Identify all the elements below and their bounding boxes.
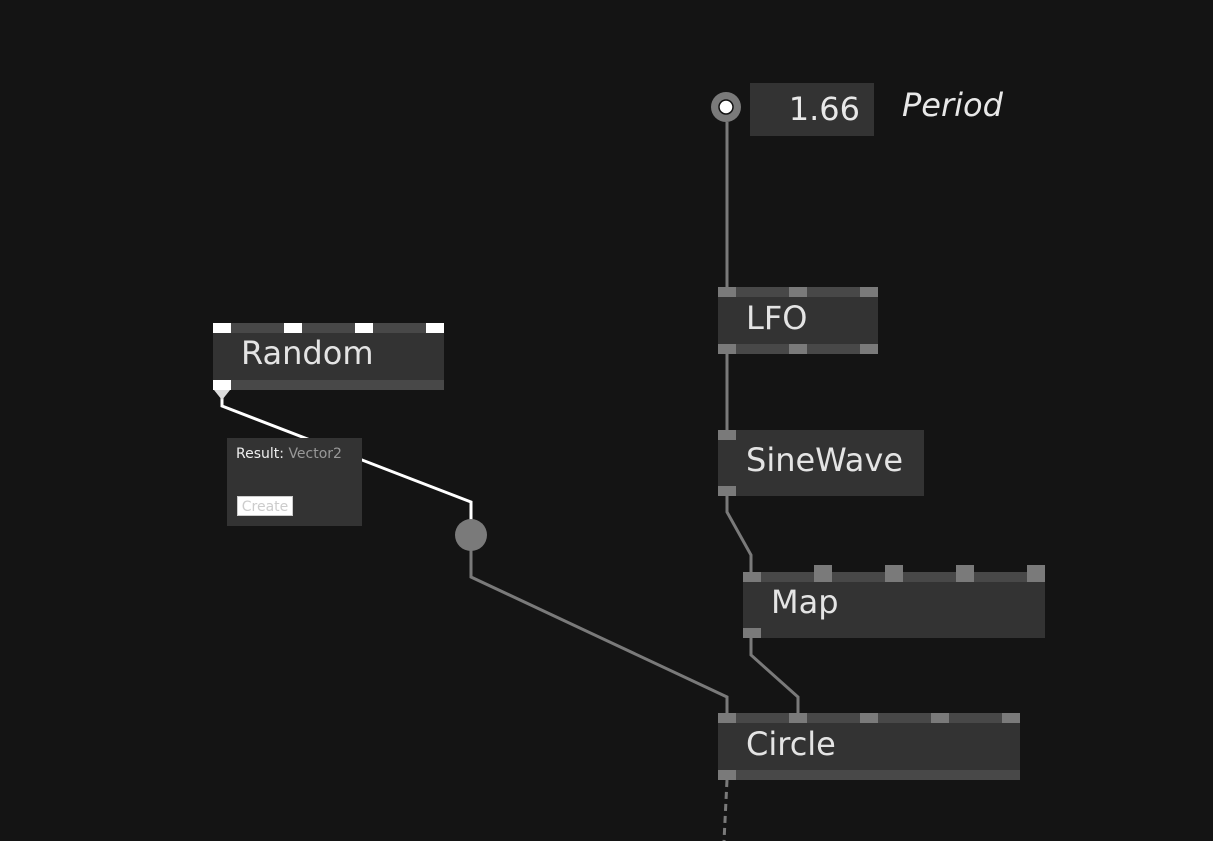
- output-pin[interactable]: [213, 380, 231, 390]
- node-title: Map: [771, 583, 839, 621]
- node-title: Random: [241, 334, 374, 372]
- input-pin[interactable]: [213, 323, 231, 333]
- pin-arrow-icon: [214, 390, 230, 400]
- input-pin[interactable]: [789, 287, 807, 297]
- node-title: SineWave: [746, 441, 903, 479]
- period-label: Period: [902, 86, 1003, 124]
- random-node[interactable]: Random: [213, 323, 444, 390]
- input-pin[interactable]: [743, 572, 761, 582]
- input-pin[interactable]: [860, 287, 878, 297]
- output-pin[interactable]: [718, 770, 736, 780]
- link-sinewave-map[interactable]: [725, 496, 753, 572]
- tooltip-separator: :: [279, 446, 289, 462]
- output-pin[interactable]: [718, 344, 736, 354]
- map-node[interactable]: Map: [743, 565, 1045, 638]
- iobox-pin-center-icon: [718, 99, 734, 115]
- input-pin[interactable]: [355, 323, 373, 333]
- pin-tooltip: Result: Vector2 Create: [227, 438, 362, 526]
- output-pin[interactable]: [789, 344, 807, 354]
- link-map-circle[interactable]: [749, 638, 800, 713]
- link-pending-point[interactable]: [455, 519, 487, 551]
- create-button[interactable]: Create: [237, 496, 293, 516]
- input-pin[interactable]: [284, 323, 302, 333]
- input-pin[interactable]: [1002, 713, 1020, 723]
- input-pin[interactable]: [718, 287, 736, 297]
- sinewave-node[interactable]: SineWave: [718, 430, 924, 496]
- input-pin[interactable]: [860, 713, 878, 723]
- output-pin[interactable]: [743, 628, 761, 638]
- output-pin[interactable]: [718, 486, 736, 496]
- input-pin[interactable]: [426, 323, 444, 333]
- link-pending-circle[interactable]: [469, 550, 729, 713]
- circle-node[interactable]: Circle: [718, 713, 1020, 780]
- input-pin[interactable]: [1027, 565, 1045, 582]
- tooltip-pin-name: Result: [236, 446, 280, 462]
- input-pin[interactable]: [931, 713, 949, 723]
- input-pin[interactable]: [718, 430, 736, 440]
- input-pin[interactable]: [718, 713, 736, 723]
- node-title: LFO: [746, 299, 808, 337]
- input-pin[interactable]: [956, 565, 974, 582]
- output-pin[interactable]: [860, 344, 878, 354]
- input-pin[interactable]: [885, 565, 903, 582]
- lfo-node[interactable]: LFO: [718, 287, 878, 354]
- period-iobox[interactable]: 1.66: [750, 83, 874, 136]
- link-circle-out[interactable]: [722, 779, 729, 841]
- input-pin[interactable]: [814, 565, 832, 582]
- input-pin[interactable]: [789, 713, 807, 723]
- node-title: Circle: [746, 725, 836, 763]
- tooltip-type: Vector2: [288, 446, 342, 462]
